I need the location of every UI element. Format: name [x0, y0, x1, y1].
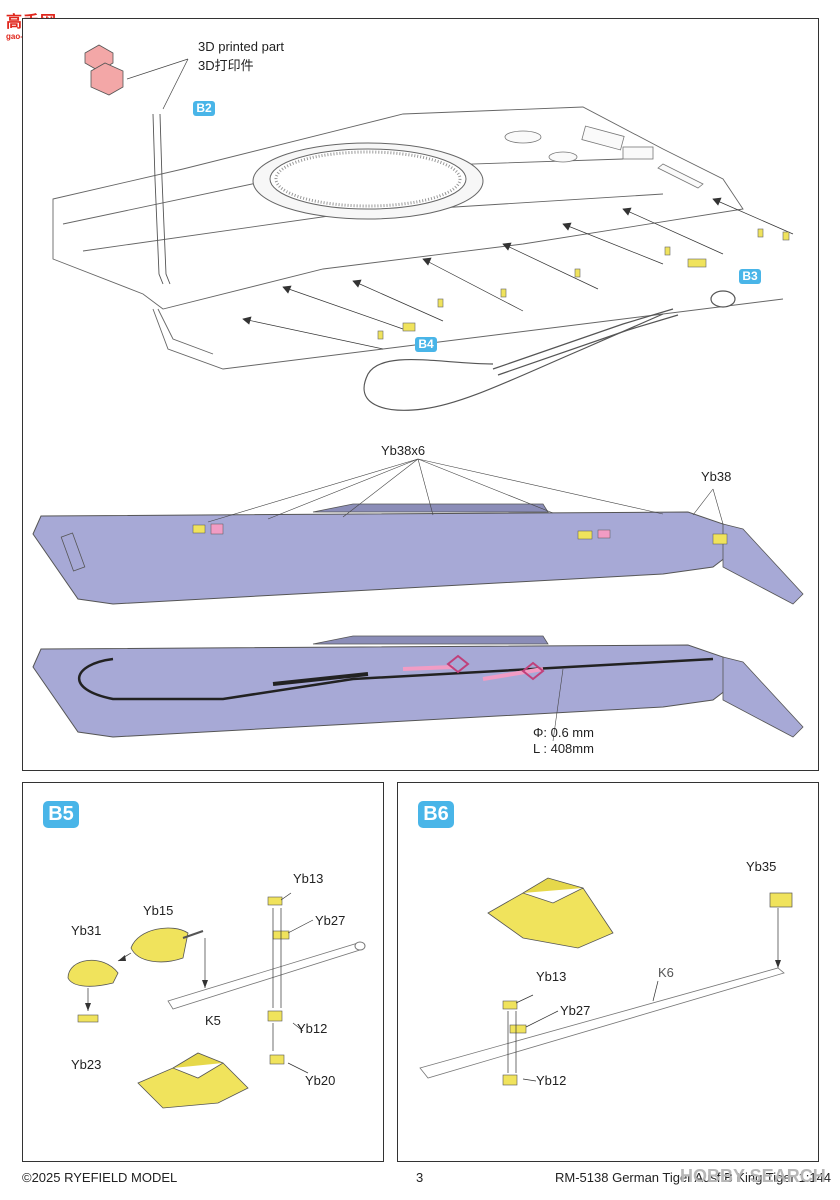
travel-lock-3d: [137, 1052, 249, 1109]
tow-cable-loop: [363, 290, 736, 411]
yb38x6-label: Yb38x6: [381, 443, 426, 458]
engine-deck-details: [504, 125, 704, 189]
yb38-label: Yb38: [701, 469, 732, 484]
part-label-k6: K6: [658, 965, 674, 980]
step-badge-b5: B5: [43, 801, 79, 828]
part-label-yb35: Yb35: [746, 859, 777, 874]
yb31-plate: [67, 959, 119, 987]
yb12-clamp: [267, 1010, 283, 1022]
footer-copyright: ©2025 RYEFIELD MODEL: [22, 1170, 178, 1185]
yb12-clamp: [502, 1074, 518, 1086]
part-label-yb12: Yb12: [536, 1073, 567, 1088]
b5-drawing: [67, 892, 366, 1109]
hull-side-view-1: [32, 503, 804, 605]
k5-barrel: [167, 941, 366, 1010]
yb20-clamp: [269, 1054, 285, 1065]
placement-arrows: [242, 197, 794, 350]
printed-part-label-en: 3D printed part: [198, 39, 284, 54]
yellow-clamp-parts: [377, 228, 790, 340]
printed-part-3d: [84, 44, 124, 96]
part-label-yb23: Yb23: [71, 1057, 102, 1072]
part-label-yb13: Yb13: [536, 969, 567, 984]
part-label-yb20: Yb20: [305, 1073, 336, 1088]
yb13-clamp: [502, 1000, 518, 1010]
footer-product: RM-5138 German Tiger Ausf.B King Tiger 1…: [555, 1170, 832, 1185]
wire-length-label: L : 408mm: [533, 741, 594, 756]
wire-diameter-label: Φ: 0.6 mm: [533, 725, 594, 740]
yb38x6-leaders: [207, 458, 724, 525]
footer-page-number: 3: [416, 1170, 424, 1185]
printed-part-label-cn: 3D打印件: [198, 58, 254, 73]
part-label-yb27: Yb27: [315, 913, 346, 928]
b5-leaders: [272, 892, 314, 1074]
yb35-bracket: [769, 892, 793, 908]
yb13-clamp: [267, 896, 283, 906]
part-label-yb27: Yb27: [560, 1003, 591, 1018]
step-badge-b2: B2: [193, 101, 215, 116]
b6-drawing: [419, 877, 793, 1086]
turret-ring: [252, 142, 484, 220]
step-b6-panel: B6 Yb35 K6 Yb13 Yb27 Yb12: [397, 782, 819, 1162]
top-assembly-panel: B2 B3 B4 3D printed part 3D打印件 Yb38x6 Yb…: [22, 18, 819, 771]
b6-leaders: [507, 980, 659, 1082]
part-label-k5: K5: [205, 1013, 221, 1028]
hull-side-view-2: [32, 635, 804, 742]
watermark: HOBBY SEARCH: [680, 1166, 826, 1186]
yb23-bracket: [77, 1014, 99, 1023]
step-badge-b4: B4: [415, 337, 437, 352]
travel-lock-3d: [487, 877, 614, 949]
part-label-yb12: Yb12: [297, 1021, 328, 1036]
top-assembly-drawing: [32, 44, 804, 742]
k6-barrel: [419, 967, 785, 1079]
part-label-yb15: Yb15: [143, 903, 174, 918]
part-label-yb31: Yb31: [71, 923, 102, 938]
step-b5-panel: B5: [22, 782, 384, 1162]
yb15-shovel: [130, 927, 204, 963]
step-badge-b6: B6: [418, 801, 454, 828]
yb27-clamp: [509, 1024, 527, 1034]
part-label-yb13: Yb13: [293, 871, 324, 886]
step-badge-b3: B3: [739, 269, 761, 284]
pe-rod-b2: [152, 113, 171, 285]
